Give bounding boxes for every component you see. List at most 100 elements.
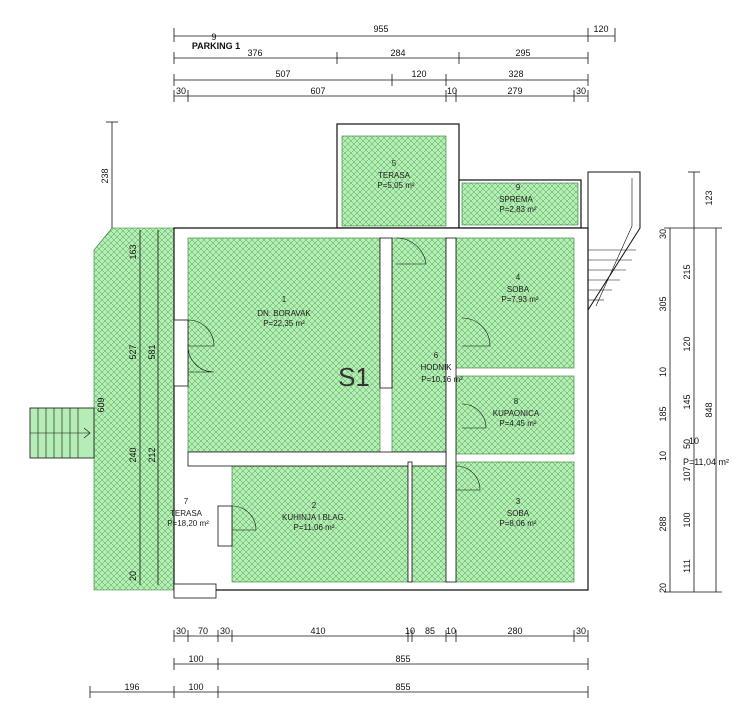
room-8-bathroom [455,375,575,455]
room-5-name: TERASA [378,171,411,180]
room-8-num: 8 [514,397,519,406]
dim-r-848: 848 [704,402,714,417]
room-7-name: TERASA [170,509,203,518]
dim-b-855b: 855 [395,682,410,692]
room-4-name: SOBA [507,285,530,294]
dim-b-100a: 100 [188,654,203,664]
parking-number: 9 [211,32,216,42]
partition-wall-right [445,237,457,583]
room-9-name: SPREMA [499,195,533,204]
dim-r-120: 120 [682,336,692,351]
left-stair [29,407,95,459]
dim-284: 284 [390,48,405,58]
dim-b-855a: 855 [395,654,410,664]
room-4-area: P=7,93 m² [501,295,538,304]
terrace-7-area [93,227,175,591]
dim-279: 279 [507,86,522,96]
dim-r-215: 215 [682,264,692,279]
room-3-bedroom [455,461,575,583]
dim-120b: 120 [411,69,426,79]
dim-b-100b: 100 [188,682,203,692]
room-labels: 1 DN. BORAVAK P=22,35 m² 2 KUHINJA I BLA… [167,159,540,532]
dim-b-30b: 30 [220,626,230,636]
room-2-area: P=11,06 m² [294,523,335,532]
room-6-area: P=10,16 m² [421,375,463,384]
partition-wall-kitchen [407,461,413,583]
left-dimension: 238 [100,121,118,228]
right-stair [587,171,641,312]
dim-238: 238 [100,168,110,183]
dim-r-100: 100 [682,512,692,527]
dim-376: 376 [247,48,262,58]
room-5-num: 5 [392,159,397,168]
dim-b-410: 410 [310,626,325,636]
dim-top-120: 120 [593,24,608,34]
room-8-name: KUPAONICA [493,409,540,418]
room-3-name: SOBA [507,509,530,518]
windows [173,319,233,599]
room-1-area: P=22,35 m² [263,319,305,328]
dim-609: 609 [96,397,106,412]
dim-r-288: 288 [658,516,668,531]
doors [187,237,491,531]
dim-r-10a: 10 [658,367,668,377]
top-dimensions: 955 120 9 PARKING 1 376 284 295 507 120 … [173,24,616,102]
dim-r-30: 30 [658,229,668,239]
unit-label: S1 [338,362,370,392]
dim-295: 295 [515,48,530,58]
dim-r-111: 111 [682,559,692,573]
dim-527: 527 [128,344,138,359]
room-8-area: P=4,45 m² [499,419,536,428]
right-dimensions: 30 305 10 185 10 288 20 123 215 120 145 … [658,171,729,593]
room-7-area: P=18,20 m² [167,519,209,528]
room-2-name: KUHINJA I BLAG. [282,513,346,522]
dim-507: 507 [275,69,290,79]
dim-b-10b: 10 [446,626,456,636]
room-6-name: HODNIK [420,363,452,372]
room-9-num: 9 [516,183,521,192]
partition-wall [379,237,393,389]
dim-b-280: 280 [507,626,522,636]
room-6-num: 6 [434,351,439,360]
room-2-num: 2 [312,501,317,510]
terrace-inner-dimensions: 163 527 581 609 240 212 20 [96,230,159,585]
dim-20-left: 20 [128,571,138,581]
room-5-area: P=5,05 m² [377,181,414,190]
dim-r-305: 305 [658,296,668,311]
dim-30b: 30 [576,86,586,96]
room-6-hall-lower [411,459,449,583]
side-label-area: P=11,04 m² [683,457,729,467]
dim-b-85: 85 [425,626,435,636]
dim-163: 163 [128,244,138,259]
dim-581: 581 [147,344,157,359]
dim-r-20: 20 [658,583,668,593]
terrace-5-area [341,135,447,227]
bottom-dimensions: 30 70 30 410 10 85 10 280 30 100 855 196… [89,626,589,698]
dim-r-10b: 10 [658,451,668,461]
room-1-living [187,237,381,453]
dim-b-10a: 10 [405,626,415,636]
dim-212: 212 [147,447,157,462]
room-6-hall-upper [391,237,447,453]
parking-label: PARKING 1 [192,41,240,51]
room-4-num: 4 [516,273,521,282]
dim-r-50: 50 [682,439,692,449]
dim-r-145: 145 [682,394,692,409]
room-1-num: 1 [282,295,287,304]
dim-30a: 30 [176,86,186,96]
dim-240: 240 [128,447,138,462]
dim-b-196: 196 [124,682,139,692]
dim-328: 328 [508,69,523,79]
dim-b-30c: 30 [576,626,586,636]
dim-r-107: 107 [682,466,692,481]
partition-wall-mid [187,451,447,467]
storage-area [461,182,579,226]
room-4-bedroom [455,237,575,369]
dim-r-123: 123 [704,190,714,205]
dim-r-185: 185 [658,406,668,421]
dim-607: 607 [310,86,325,96]
room-3-area: P=8,06 m² [499,519,536,528]
side-label-num: 10 [689,436,699,446]
dim-b-70: 70 [198,626,208,636]
